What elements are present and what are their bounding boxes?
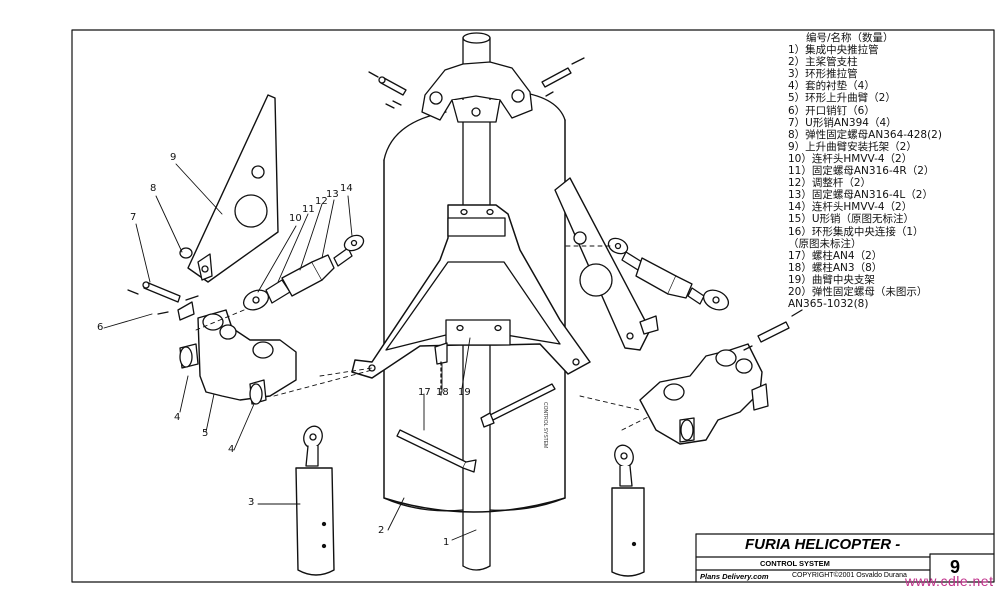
central-bracket [351, 204, 591, 379]
callout-8: 8 [150, 183, 157, 194]
left-rod-linkage [242, 234, 365, 311]
parts-legend: 编号/名称（数量） 1）集成中央推拉管 2）主桨管支柱 3）环形推拉管 4）套的… [788, 32, 988, 310]
callout-7: 7 [130, 212, 137, 223]
callout-1: 1 [443, 537, 450, 548]
callout-6: 6 [97, 322, 104, 333]
legend-item: 13）固定螺母AN316-4L（2） [788, 189, 933, 202]
legend-item: 7）U形销AN394（4） [788, 116, 897, 129]
site-watermark: www.cdle.net [905, 573, 994, 589]
legend-item: 12）调整杆（2） [788, 177, 872, 190]
right-clevis-pins [743, 309, 803, 351]
copyright-label: COPYRIGHT©2001 Osvaldo Durana [792, 572, 907, 579]
callout-2: 2 [378, 525, 385, 536]
leader-lines [103, 163, 477, 541]
drawing-border [71, 29, 995, 583]
assembly-dashed-lines [195, 245, 651, 431]
long-bolts [396, 342, 556, 473]
callout-14: 14 [340, 183, 353, 194]
callout-4b: 4 [228, 444, 235, 455]
right-mount-bracket [554, 177, 651, 351]
callout-5: 5 [202, 428, 209, 439]
callout-19: 19 [458, 387, 471, 398]
callout-3: 3 [248, 497, 255, 508]
callout-4a: 4 [174, 412, 181, 423]
legend-item: 19）曲臂中央支架 [788, 273, 875, 286]
callout-11: 11 [302, 204, 315, 215]
legend-item: AN365-1032(8) [788, 298, 869, 311]
legend-item: 18）螺柱AN3（8） [788, 261, 883, 274]
left-clevis-pin [127, 247, 199, 315]
legend-item: 3）环形推拉管 [788, 68, 858, 81]
top-collar [421, 61, 533, 123]
legend-heading: 编号/名称（数量） [806, 32, 894, 44]
sheet-number: 9 [950, 557, 961, 577]
drawing-subtitle: CONTROL SYSTEM [760, 559, 830, 568]
drawing-title: FURIA HELICOPTER - [745, 536, 901, 553]
legend-item: 10）连杆头HMVV-4（2） [788, 152, 913, 165]
top-clevis-pins [368, 57, 585, 109]
legend-item: 15）U形销（原图无标注） [788, 213, 915, 226]
legend-item: 9）上升曲臂安装托架（2） [788, 140, 917, 153]
right-bell-crank [639, 343, 769, 445]
legend-item: 20）弹性固定螺母（未图示） [788, 285, 928, 298]
title-block-frame [695, 533, 995, 583]
left-bell-crank [177, 301, 297, 405]
legend-item: 6）开口销钉（6） [788, 104, 875, 117]
left-mount-bracket [187, 94, 279, 283]
callout-9: 9 [170, 152, 177, 163]
callout-13: 13 [326, 189, 339, 200]
left-pushpull-rod [295, 425, 335, 576]
legend-item: 11）固定螺母AN316-4R（2） [788, 165, 935, 178]
callout-17: 17 [418, 387, 431, 398]
legend-item: 5）环形上升曲臂（2） [788, 92, 896, 105]
callout-12: 12 [315, 196, 328, 207]
legend-item: 2）主桨管支柱 [788, 56, 858, 69]
publisher-label: Plans Delivery.com [700, 572, 769, 581]
legend-item: 1）集成中央推拉管 [788, 44, 879, 57]
right-pushpull-rod [611, 444, 645, 577]
column-vertical-label: CONTROL SYSTEM [542, 402, 548, 448]
callout-18: 18 [436, 387, 449, 398]
legend-item: 16）环形集成中央连接（1） [788, 225, 924, 238]
legend-item: 14）连杆头HMVV-4（2） [788, 201, 913, 214]
callout-10: 10 [289, 213, 302, 224]
legend-item: 17）螺柱AN4（2） [788, 249, 883, 262]
right-rod-linkage [607, 237, 730, 335]
legend-item: 4）套的衬垫（4） [788, 80, 875, 93]
legend-item: 8）弹性固定螺母AN364-428(2) [788, 128, 942, 141]
legend-item: （原图未标注） [788, 237, 862, 250]
